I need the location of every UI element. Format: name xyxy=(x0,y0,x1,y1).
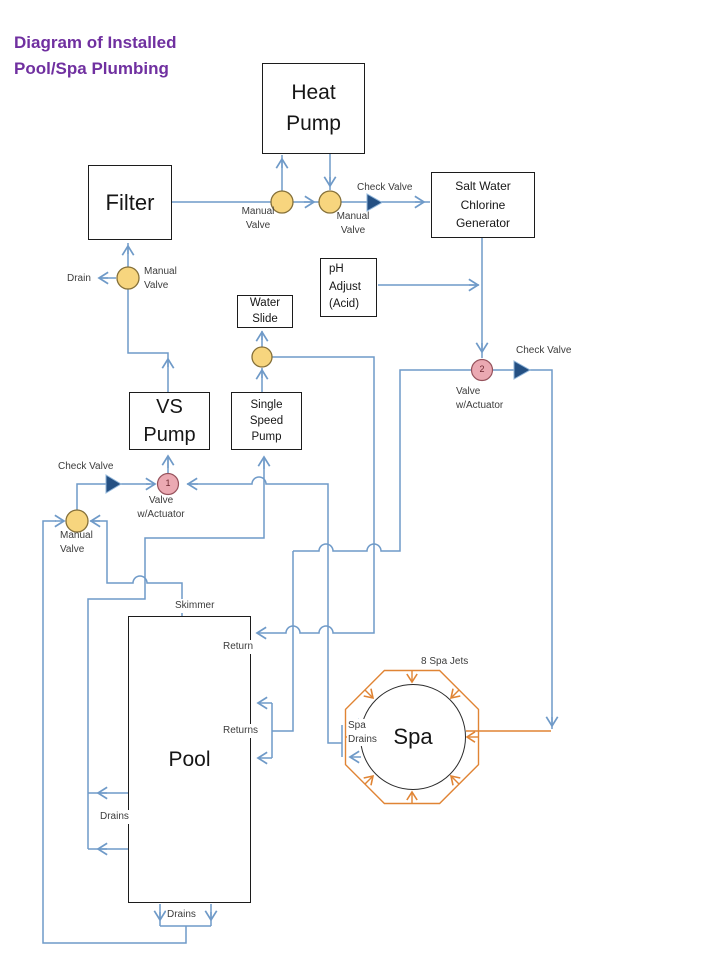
valve-2-number: 2 xyxy=(479,364,485,374)
drains-bottom-label: Drains xyxy=(166,908,197,922)
water-slide-box: Water Slide xyxy=(237,295,293,328)
spa-jets-ring xyxy=(344,669,551,805)
manual-valve-a-label: Manual Valve xyxy=(241,206,275,231)
salt-water-chlorine-generator-box: Salt Water Chlorine Generator xyxy=(431,172,535,238)
spa-drains-label: Spa Drains xyxy=(347,719,378,746)
check-valve-left-label: Check Valve xyxy=(58,461,114,472)
drain-label: Drain xyxy=(67,273,91,284)
ph-adjust-box: pH Adjust (Acid) xyxy=(320,258,377,317)
actuator-valve-symbols xyxy=(156,358,494,496)
heat-pump-box: Heat Pump xyxy=(262,63,365,154)
spa-jets-label: 8 Spa Jets xyxy=(421,656,469,667)
blue-pipes xyxy=(42,153,559,944)
check-valve-top-label: Check Valve xyxy=(357,182,413,193)
vs-pump-box: VS Pump xyxy=(129,392,210,450)
valve-actuator-2-label: Valve w/Actuator xyxy=(456,386,504,411)
check-valve-symbols xyxy=(105,193,532,494)
spa-circle: Spa xyxy=(360,684,466,790)
drains-left-label: Drains xyxy=(99,810,130,824)
valve-1-number: 1 xyxy=(165,478,171,488)
returns-label: Returns xyxy=(222,724,260,738)
diagram-title: Diagram of Installed Pool/Spa Plumbing xyxy=(14,33,177,78)
check-valve-right-label: Check Valve xyxy=(516,345,572,356)
pool-box: Pool xyxy=(128,616,251,903)
skimmer-label: Skimmer xyxy=(174,599,216,613)
valve-actuator-1-label: Valve w/Actuator xyxy=(137,495,185,520)
manual-valve-left-label: Manual Valve xyxy=(60,530,93,555)
filter-box: Filter xyxy=(88,165,172,240)
manual-valve-b-label: Manual Valve xyxy=(336,211,370,236)
manual-valve-symbols xyxy=(65,190,342,533)
return-label: Return xyxy=(222,640,255,654)
single-speed-pump-box: Single Speed Pump xyxy=(231,392,302,450)
manual-valve-drain-label: Manual Valve xyxy=(144,266,177,291)
